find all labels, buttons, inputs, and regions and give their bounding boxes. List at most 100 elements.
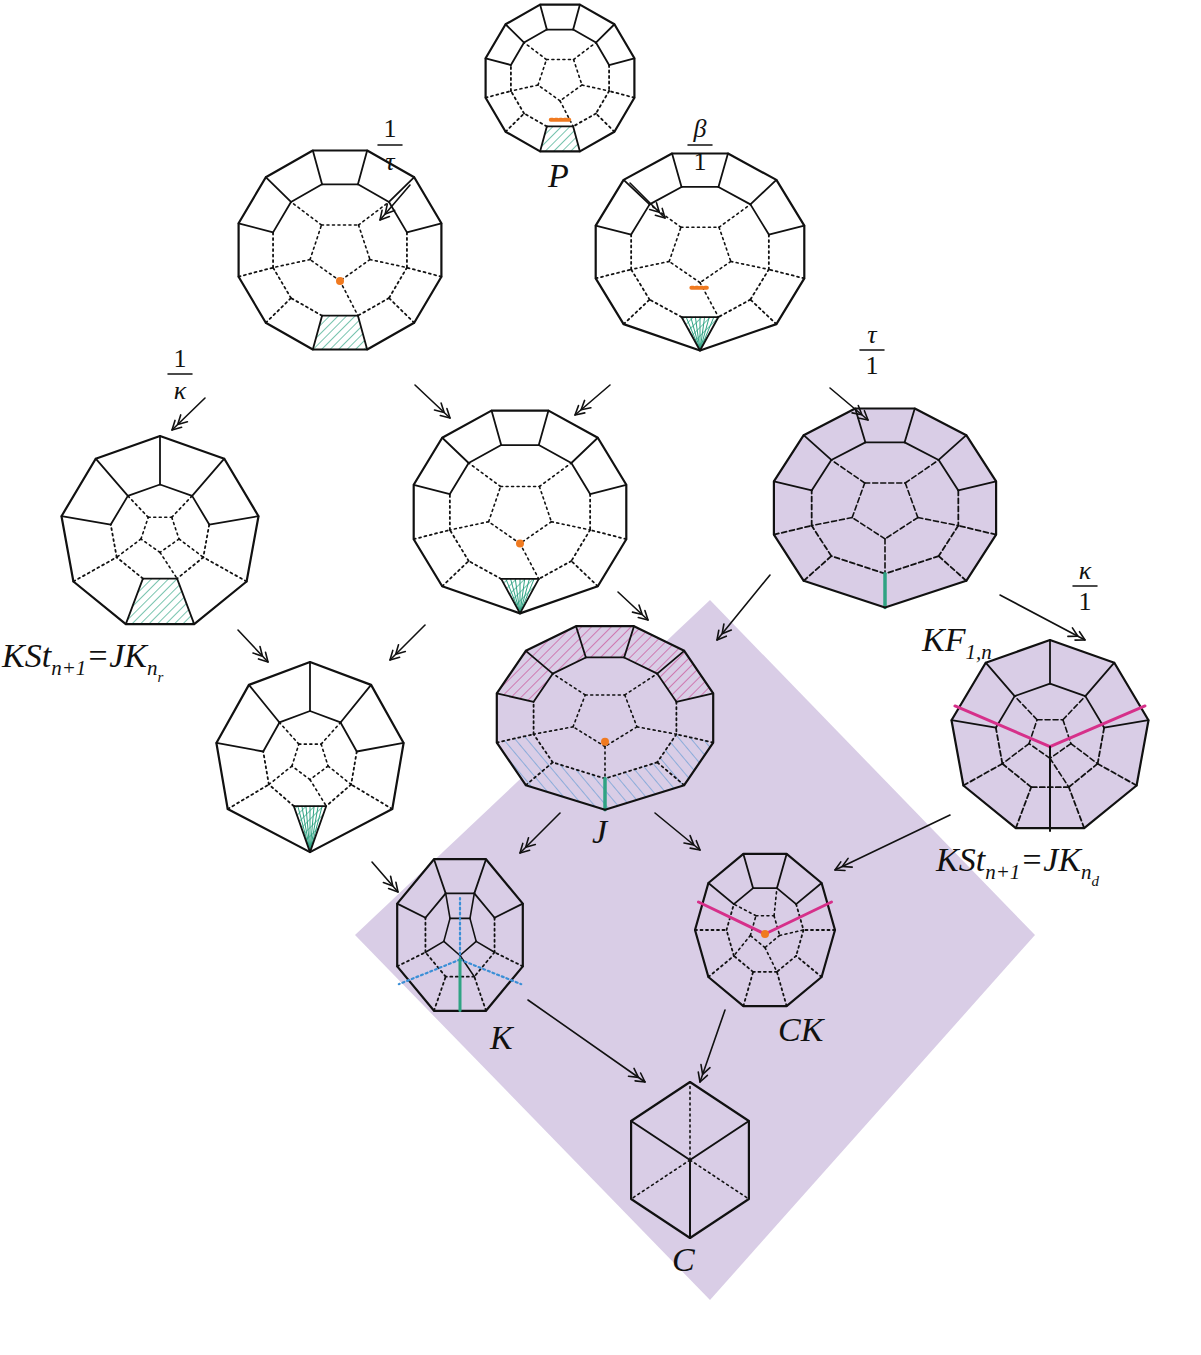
polytope-edge: [831, 556, 885, 574]
polytope-edge: [310, 260, 340, 281]
polytope-edge: [753, 971, 777, 973]
polytope-edge: [279, 711, 310, 722]
polytope-edge: [630, 235, 632, 270]
polytope-edge: [657, 762, 684, 785]
polytope-edge: [533, 702, 535, 734]
polytope-edge: [389, 298, 414, 323]
polytope-edge: [560, 101, 573, 127]
polytope-edge: [624, 657, 657, 673]
polytope-edge: [676, 734, 713, 742]
highlight-edge: [955, 706, 1050, 747]
polytope-edge: [812, 518, 853, 526]
polytope-label: P: [548, 156, 569, 197]
hatched-face: [657, 651, 713, 702]
polytope-edge: [203, 525, 209, 558]
polytope-edge: [681, 226, 719, 228]
polytope-edge: [273, 202, 291, 232]
arrow-shaft: [372, 862, 398, 892]
hatched-face: [126, 579, 194, 625]
arrow-head: [253, 647, 263, 657]
polytope-edge: [689, 1160, 691, 1238]
polytope-edge: [605, 727, 637, 747]
polytope-edge: [571, 561, 597, 586]
polytope-edge: [986, 663, 1015, 696]
polytope-label: J: [592, 812, 607, 853]
polytope-edge: [249, 685, 280, 723]
polytope-edge: [397, 904, 425, 918]
hatch-line: [691, 317, 700, 350]
polytope-fill: [774, 409, 996, 608]
polytope-edge: [310, 766, 328, 780]
polytope-edge: [495, 952, 523, 966]
polytope-edge: [589, 494, 591, 530]
polytope-edge: [769, 269, 804, 278]
polytope-edge: [489, 487, 501, 522]
arrow-head: [526, 838, 536, 848]
polytope-edge: [497, 693, 534, 701]
polytope-edge: [605, 762, 657, 778]
polytope-edge: [474, 859, 486, 893]
label-part: d: [1092, 873, 1100, 889]
arrow-head: [259, 652, 269, 662]
polytope-edge: [321, 224, 358, 226]
polytope-edge: [750, 269, 768, 299]
polytope-edge: [718, 153, 728, 186]
polytope-edge: [718, 300, 750, 317]
polytope-edge: [734, 935, 751, 955]
polytope-edge: [141, 539, 160, 552]
polytope-edge: [852, 518, 885, 539]
polytope-edge: [309, 662, 311, 711]
polytope-edge: [865, 441, 904, 443]
polytope-edge: [631, 204, 649, 234]
polytope-label: KF1,n: [922, 620, 992, 665]
polytope-edge: [192, 496, 209, 525]
polytope-outline: [216, 662, 403, 852]
fraction-term: 1: [384, 115, 397, 143]
polytope-edge: [676, 702, 678, 734]
polytope-edge: [682, 316, 719, 318]
polytope-edge: [546, 59, 573, 61]
polytope-edge: [520, 544, 539, 579]
hatch-line: [302, 806, 310, 852]
arrow-shaft: [575, 385, 610, 415]
polytope-edge: [322, 183, 358, 185]
arrow-shaft: [835, 815, 950, 870]
polytope-edge: [511, 91, 524, 113]
polytope-outline: [62, 436, 259, 624]
polytope-edge: [625, 674, 658, 695]
polytope-edge: [812, 460, 832, 490]
polytope-edge: [590, 530, 626, 539]
fraction-bar: [378, 144, 402, 146]
polytope-node: CK: [695, 850, 835, 1010]
polytope-edge: [73, 557, 116, 581]
arrow-shaft: [380, 185, 410, 220]
polytope-edge: [263, 722, 279, 751]
polytope-edge: [495, 904, 523, 918]
arrow-connector: [528, 1000, 645, 1082]
polytope-edge: [596, 43, 609, 65]
polytope-edge: [294, 805, 326, 807]
arrow-head: [858, 411, 868, 420]
polytope-drawing: [596, 153, 805, 350]
polytope-edge: [389, 268, 407, 298]
polytope-node: KStn+1=JKnd: [950, 640, 1150, 834]
polytope-outline: [695, 854, 835, 1006]
polytope-drawing: [239, 151, 442, 350]
polytope-drawing: [774, 409, 996, 608]
arrow-head: [440, 409, 450, 419]
polytope-fill: [62, 436, 259, 624]
polytope-edge: [450, 463, 469, 494]
polytope-edge: [884, 539, 886, 574]
polytope-label: KStn+1=JKnd: [936, 840, 1099, 890]
polytope-edge: [313, 151, 322, 185]
polytope-edge: [322, 315, 358, 317]
polytope-edge: [689, 1082, 691, 1160]
polytope-edge: [117, 557, 143, 578]
polytope-edge: [1050, 684, 1085, 696]
polytope-edge: [239, 223, 273, 232]
polytope-edge: [609, 58, 634, 65]
hatched-face: [497, 734, 553, 785]
polytope-edge: [359, 202, 389, 225]
polytope-edge: [939, 460, 959, 490]
polytope-edge: [553, 657, 586, 673]
